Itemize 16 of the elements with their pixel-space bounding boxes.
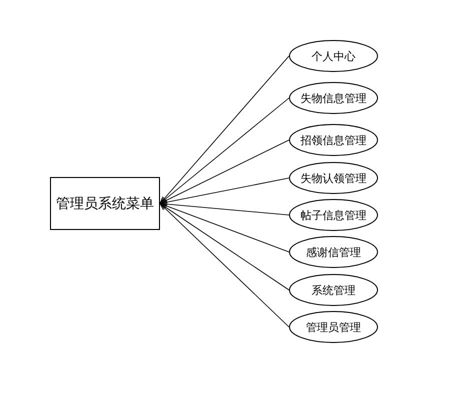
arrow — [160, 56, 290, 204]
function-label: 失物认领管理 — [300, 170, 366, 186]
function-label: 系统管理 — [312, 282, 356, 298]
arrow — [160, 203, 290, 290]
arrow — [160, 178, 290, 205]
function-label: 失物信息管理 — [300, 90, 366, 106]
function-label: 管理员管理 — [306, 320, 361, 334]
function-label: 个人中心 — [312, 48, 356, 64]
arrow — [160, 140, 290, 204]
arrow — [160, 203, 290, 252]
arrow — [160, 203, 290, 328]
function-label: 感谢信管理 — [306, 244, 361, 260]
arrow — [160, 98, 290, 204]
function-label: 招领信息管理 — [300, 132, 366, 148]
menu-title: 管理员系统菜单 — [56, 194, 154, 212]
function-label: 帖子信息管理 — [300, 208, 366, 222]
